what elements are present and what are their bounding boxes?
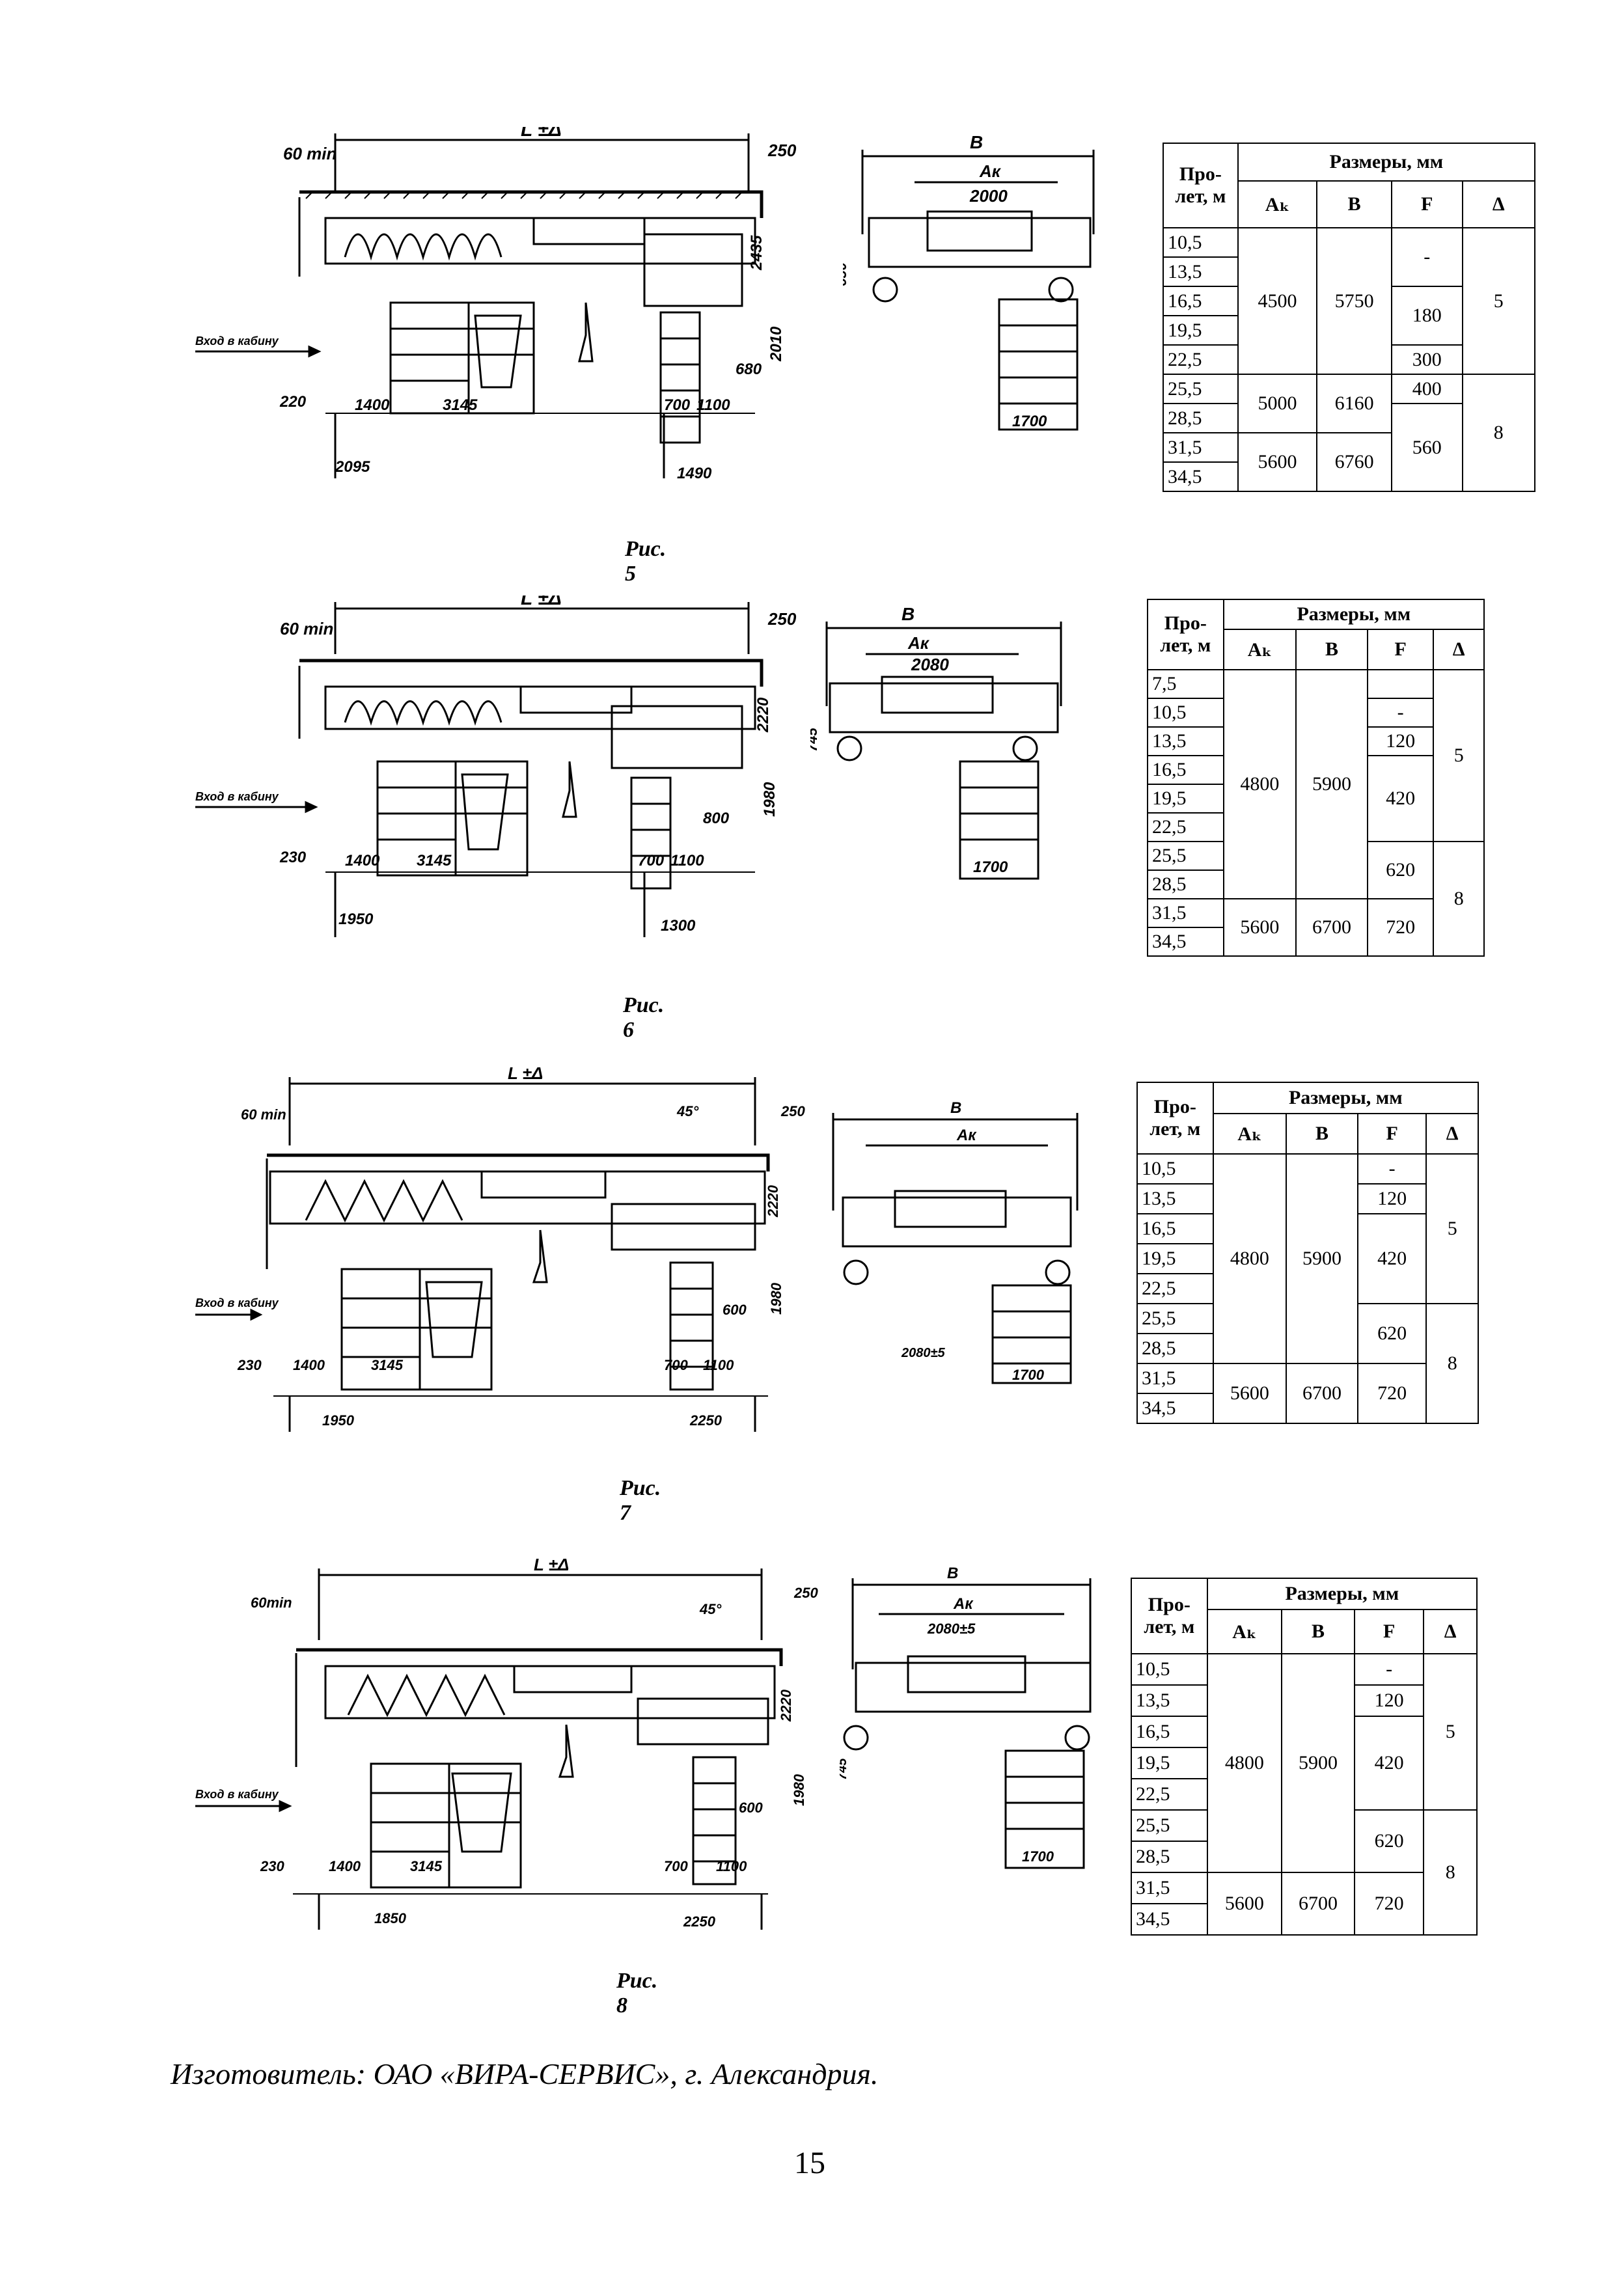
svg-text:60 min: 60 min bbox=[241, 1106, 286, 1123]
svg-text:650: 650 bbox=[843, 262, 849, 286]
svg-text:2220: 2220 bbox=[765, 1185, 781, 1218]
svg-text:1100: 1100 bbox=[703, 1357, 734, 1373]
svg-text:60 min: 60 min bbox=[283, 144, 337, 163]
svg-text:1700: 1700 bbox=[1012, 413, 1047, 430]
svg-text:60 min: 60 min bbox=[280, 619, 333, 638]
svg-text:3145: 3145 bbox=[371, 1357, 404, 1373]
svg-text:745: 745 bbox=[810, 728, 820, 752]
svg-text:680: 680 bbox=[736, 361, 762, 378]
svg-text:1300: 1300 bbox=[661, 917, 696, 935]
crane-end-drawing: B Aк 2080±5 745 1700 bbox=[840, 1565, 1100, 1871]
figure-caption: Рис. 7 bbox=[620, 1476, 661, 1525]
svg-text:600: 600 bbox=[723, 1302, 747, 1318]
svg-text:1100: 1100 bbox=[716, 1858, 747, 1874]
figure-caption: Рис. 8 bbox=[616, 1969, 658, 2018]
svg-text:1700: 1700 bbox=[1012, 1367, 1045, 1383]
svg-text:B: B bbox=[947, 1565, 958, 1582]
svg-text:1950: 1950 bbox=[338, 911, 374, 928]
svg-text:1400: 1400 bbox=[355, 396, 390, 414]
crane-side-drawing: L ±Δ 60 min 250 45° Вход в кабину 230 14… bbox=[195, 1067, 840, 1445]
header-span: Про-лет, м bbox=[1163, 143, 1239, 228]
manufacturer-note: Изготовитель: ОАО «ВИРА-СЕРВИС», г. Алек… bbox=[171, 2057, 879, 2090]
svg-text:800: 800 bbox=[703, 810, 730, 827]
svg-text:1490: 1490 bbox=[677, 465, 712, 482]
svg-text:2220: 2220 bbox=[778, 1689, 794, 1722]
svg-text:L ±Δ: L ±Δ bbox=[508, 1067, 543, 1083]
svg-text:250: 250 bbox=[767, 141, 797, 160]
svg-text:2080±5: 2080±5 bbox=[901, 1346, 945, 1360]
svg-text:45°: 45° bbox=[699, 1601, 721, 1617]
svg-text:1400: 1400 bbox=[345, 852, 380, 870]
svg-text:1980: 1980 bbox=[761, 782, 778, 817]
svg-text:Вход в кабину: Вход в кабину bbox=[195, 1296, 279, 1309]
crane-end-drawing: B Aк 2080 745 1700 bbox=[810, 602, 1071, 882]
svg-text:1400: 1400 bbox=[293, 1357, 325, 1373]
svg-text:1400: 1400 bbox=[329, 1858, 361, 1874]
svg-text:2250: 2250 bbox=[683, 1913, 716, 1930]
svg-text:745: 745 bbox=[817, 1247, 820, 1269]
page-number: 15 bbox=[794, 2146, 825, 2180]
svg-text:220: 220 bbox=[279, 393, 307, 411]
svg-text:2250: 2250 bbox=[689, 1412, 723, 1429]
svg-text:2010: 2010 bbox=[767, 326, 785, 362]
svg-text:600: 600 bbox=[739, 1800, 763, 1816]
svg-text:3145: 3145 bbox=[417, 852, 452, 870]
crane-side-drawing: L ±Δ 60 min 250 Вход в кабину 230 1400 3… bbox=[195, 596, 801, 973]
svg-text:1700: 1700 bbox=[1022, 1848, 1054, 1865]
svg-text:45°: 45° bbox=[676, 1103, 698, 1119]
svg-text:2095: 2095 bbox=[335, 458, 370, 476]
svg-text:2220: 2220 bbox=[754, 697, 772, 733]
svg-text:250: 250 bbox=[793, 1585, 818, 1601]
svg-text:230: 230 bbox=[237, 1357, 262, 1373]
header-sizes: Размеры, мм bbox=[1237, 143, 1536, 182]
svg-text:700: 700 bbox=[664, 396, 691, 414]
svg-text:Вход в кабину: Вход в кабину bbox=[195, 1788, 279, 1801]
crane-side-drawing: L ±Δ 60min 250 45° Вход в кабину 230 140… bbox=[195, 1559, 840, 1949]
crane-side-drawing: L ±Δ 60 min 250 Вход в кабину 220 1400 3… bbox=[195, 127, 801, 517]
svg-text:1100: 1100 bbox=[670, 852, 704, 870]
svg-text:L ±Δ: L ±Δ bbox=[534, 1559, 569, 1574]
svg-text:700: 700 bbox=[664, 1858, 688, 1874]
crane-end-drawing: B Aк 2080±5 745 1700 bbox=[817, 1100, 1084, 1386]
figure-caption: Рис. 5 bbox=[625, 537, 667, 586]
svg-text:230: 230 bbox=[279, 849, 307, 866]
dim-L: L ±Δ bbox=[521, 127, 562, 141]
svg-text:1980: 1980 bbox=[768, 1282, 784, 1315]
svg-text:Aк: Aк bbox=[956, 1127, 977, 1144]
svg-text:Aк: Aк bbox=[979, 161, 1002, 181]
svg-text:Вход в кабину: Вход в кабину bbox=[195, 335, 279, 348]
svg-text:1950: 1950 bbox=[322, 1412, 355, 1429]
svg-text:250: 250 bbox=[767, 609, 797, 629]
svg-text:3145: 3145 bbox=[443, 396, 478, 414]
svg-text:Aк: Aк bbox=[907, 633, 930, 653]
svg-text:B: B bbox=[970, 132, 983, 152]
svg-text:700: 700 bbox=[638, 852, 665, 870]
svg-text:1100: 1100 bbox=[696, 396, 730, 414]
svg-text:745: 745 bbox=[840, 1758, 849, 1780]
svg-text:2435: 2435 bbox=[748, 235, 765, 271]
svg-text:B: B bbox=[901, 604, 915, 624]
svg-text:2000: 2000 bbox=[969, 186, 1008, 206]
svg-text:60min: 60min bbox=[251, 1595, 292, 1611]
svg-text:250: 250 bbox=[780, 1103, 805, 1119]
svg-text:2080±5: 2080±5 bbox=[927, 1621, 976, 1637]
svg-text:700: 700 bbox=[664, 1357, 688, 1373]
svg-text:3145: 3145 bbox=[410, 1858, 443, 1874]
svg-text:1850: 1850 bbox=[374, 1910, 407, 1926]
svg-text:230: 230 bbox=[260, 1858, 284, 1874]
svg-text:1700: 1700 bbox=[973, 858, 1008, 876]
svg-text:1980: 1980 bbox=[791, 1773, 807, 1806]
figure-caption: Рис. 6 bbox=[623, 993, 665, 1042]
svg-text:Aк: Aк bbox=[953, 1595, 974, 1613]
crane-end-drawing: B Aк 2000 650 1700 bbox=[843, 130, 1103, 436]
svg-text:Вход в кабину: Вход в кабину bbox=[195, 790, 279, 803]
svg-text:B: B bbox=[950, 1100, 961, 1117]
svg-text:2080: 2080 bbox=[911, 655, 949, 674]
svg-text:L ±Δ: L ±Δ bbox=[521, 596, 562, 609]
